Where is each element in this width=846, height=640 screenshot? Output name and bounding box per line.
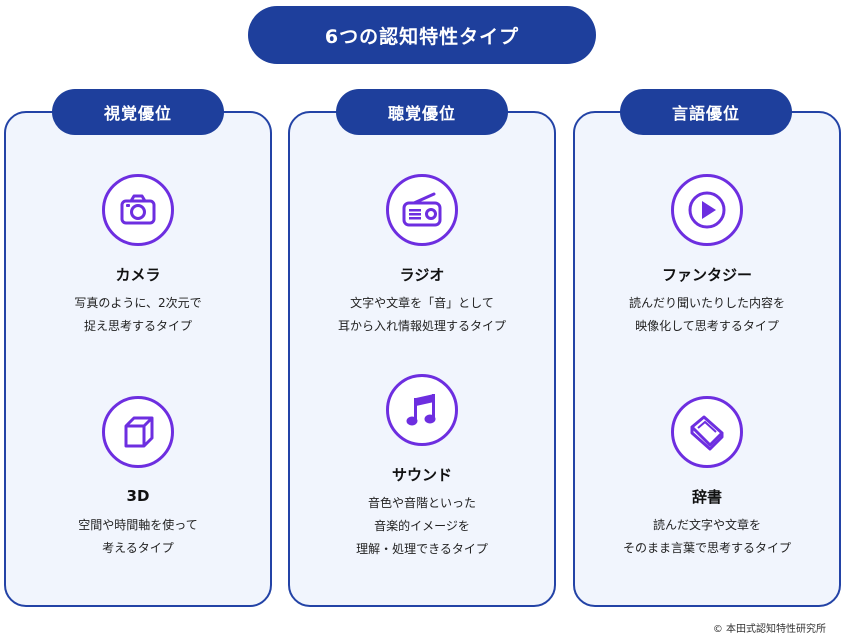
type-name: ファンタジー [661,265,752,284]
type-3d: 3D 空間や時間軸を使って 考えるタイプ [4,396,272,560]
type-name: ラジオ [399,265,445,284]
type-description: 文字や文章を「音」として 耳から入れ情報処理するタイプ [337,296,506,333]
type-description: 読んだ文字や文章を そのまま言葉で思考するタイプ [622,518,791,555]
type-name: 辞書 [691,487,722,506]
camera-icon [102,174,174,246]
music-note-icon [386,374,458,446]
verbal-header: 言語優位 [620,89,792,135]
type-sound: サウンド 音色や音階といった 音楽的イメージを 理解・処理できるタイプ [288,374,556,561]
page-title: 6つの認知特性タイプ [248,6,596,64]
type-radio: ラジオ 文字や文章を「音」として 耳から入れ情報処理するタイプ [288,174,556,338]
cube-icon [102,396,174,468]
type-fantasy: ファンタジー 読んだり聞いたりした内容を 映像化して思考するタイプ [573,174,841,338]
visual-header: 視覚優位 [52,89,224,135]
type-dictionary: 辞書 読んだ文字や文章を そのまま言葉で思考するタイプ [573,396,841,560]
type-description: 音色や音階といった 音楽的イメージを 理解・処理できるタイプ [356,496,488,556]
type-camera: カメラ 写真のように、2次元で 捉え思考するタイプ [4,174,272,338]
type-name: サウンド [391,465,452,484]
radio-icon [386,174,458,246]
auditory-header: 聴覚優位 [336,89,508,135]
copyright-notice: © 本田式認知特性研究所 [712,624,826,635]
type-description: 写真のように、2次元で 捉え思考するタイプ [74,296,202,333]
type-description: 読んだり聞いたりした内容を 映像化して思考するタイプ [628,296,785,333]
type-name: カメラ [115,265,161,284]
play-icon [671,174,743,246]
type-name: 3D [126,487,150,505]
book-icon [671,396,743,468]
type-description: 空間や時間軸を使って 考えるタイプ [78,518,198,555]
